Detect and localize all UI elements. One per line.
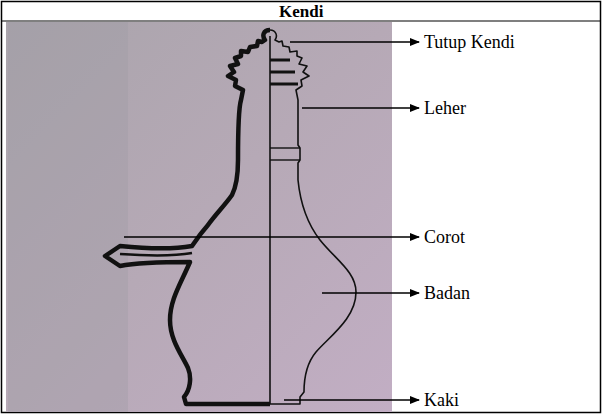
header-rule	[2, 20, 601, 21]
kendi-right-outline	[270, 30, 356, 404]
diagram-title: Kendi	[279, 3, 323, 20]
kendi-left-outline	[105, 30, 270, 404]
leader-arrow	[284, 399, 419, 400]
leader-arrow	[290, 41, 419, 42]
lid-band	[270, 59, 290, 62]
part-label: Tutup Kendi	[424, 33, 515, 51]
photo-shade	[8, 22, 128, 412]
center-axis	[269, 36, 271, 404]
photo-ground	[6, 22, 392, 412]
part-label: Leher	[424, 99, 466, 117]
leader-arrow	[124, 236, 419, 237]
part-label: Corot	[424, 228, 465, 246]
lid-band	[270, 71, 295, 74]
spout-inner-line	[120, 253, 192, 255]
neck-ring	[270, 147, 300, 148]
leader-arrow	[302, 107, 419, 108]
neck-ring	[270, 159, 300, 160]
lid-band	[270, 83, 298, 86]
part-label: Kaki	[424, 391, 459, 409]
leader-arrow	[322, 292, 419, 293]
part-label: Badan	[424, 284, 470, 302]
